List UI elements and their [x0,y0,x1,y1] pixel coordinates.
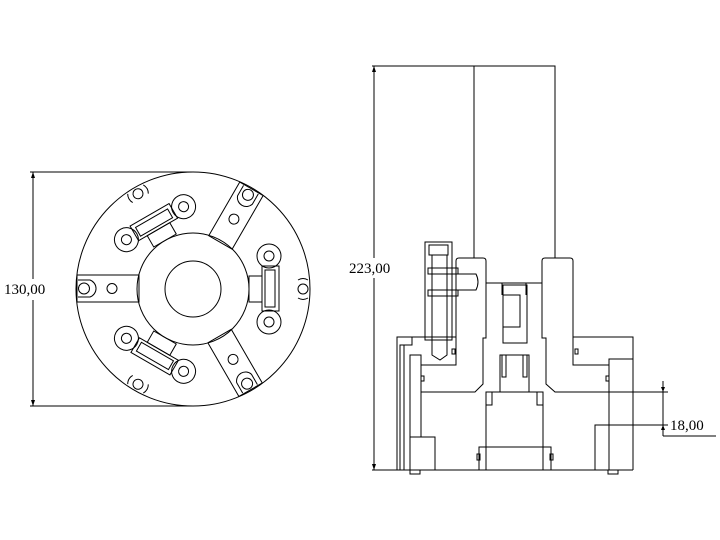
height-dimension: 223,00 [347,65,474,470]
front-view: 130,00 [2,171,311,407]
center-bore [164,260,222,318]
jaw-slot [76,274,140,303]
diameter-dimension: 130,00 [2,171,193,407]
jaw-slot [208,181,264,250]
rim-hole [126,374,150,395]
diameter-dimension-label: 130,00 [4,282,45,298]
clamp-link [248,243,282,335]
step-dimension: 18,00 [609,381,716,437]
rim-hole [126,183,150,204]
body-outline [396,257,634,470]
clamp-link [109,189,205,264]
step-dimension-label: 18,00 [670,418,704,434]
column [473,65,556,258]
side-view: 223,00 18,00 [347,65,716,475]
height-dimension-label: 223,00 [349,261,390,277]
clamp-bolt [424,241,479,361]
rim-hole [297,278,309,300]
jaw-slot [207,328,263,397]
clamp-link [109,314,205,389]
